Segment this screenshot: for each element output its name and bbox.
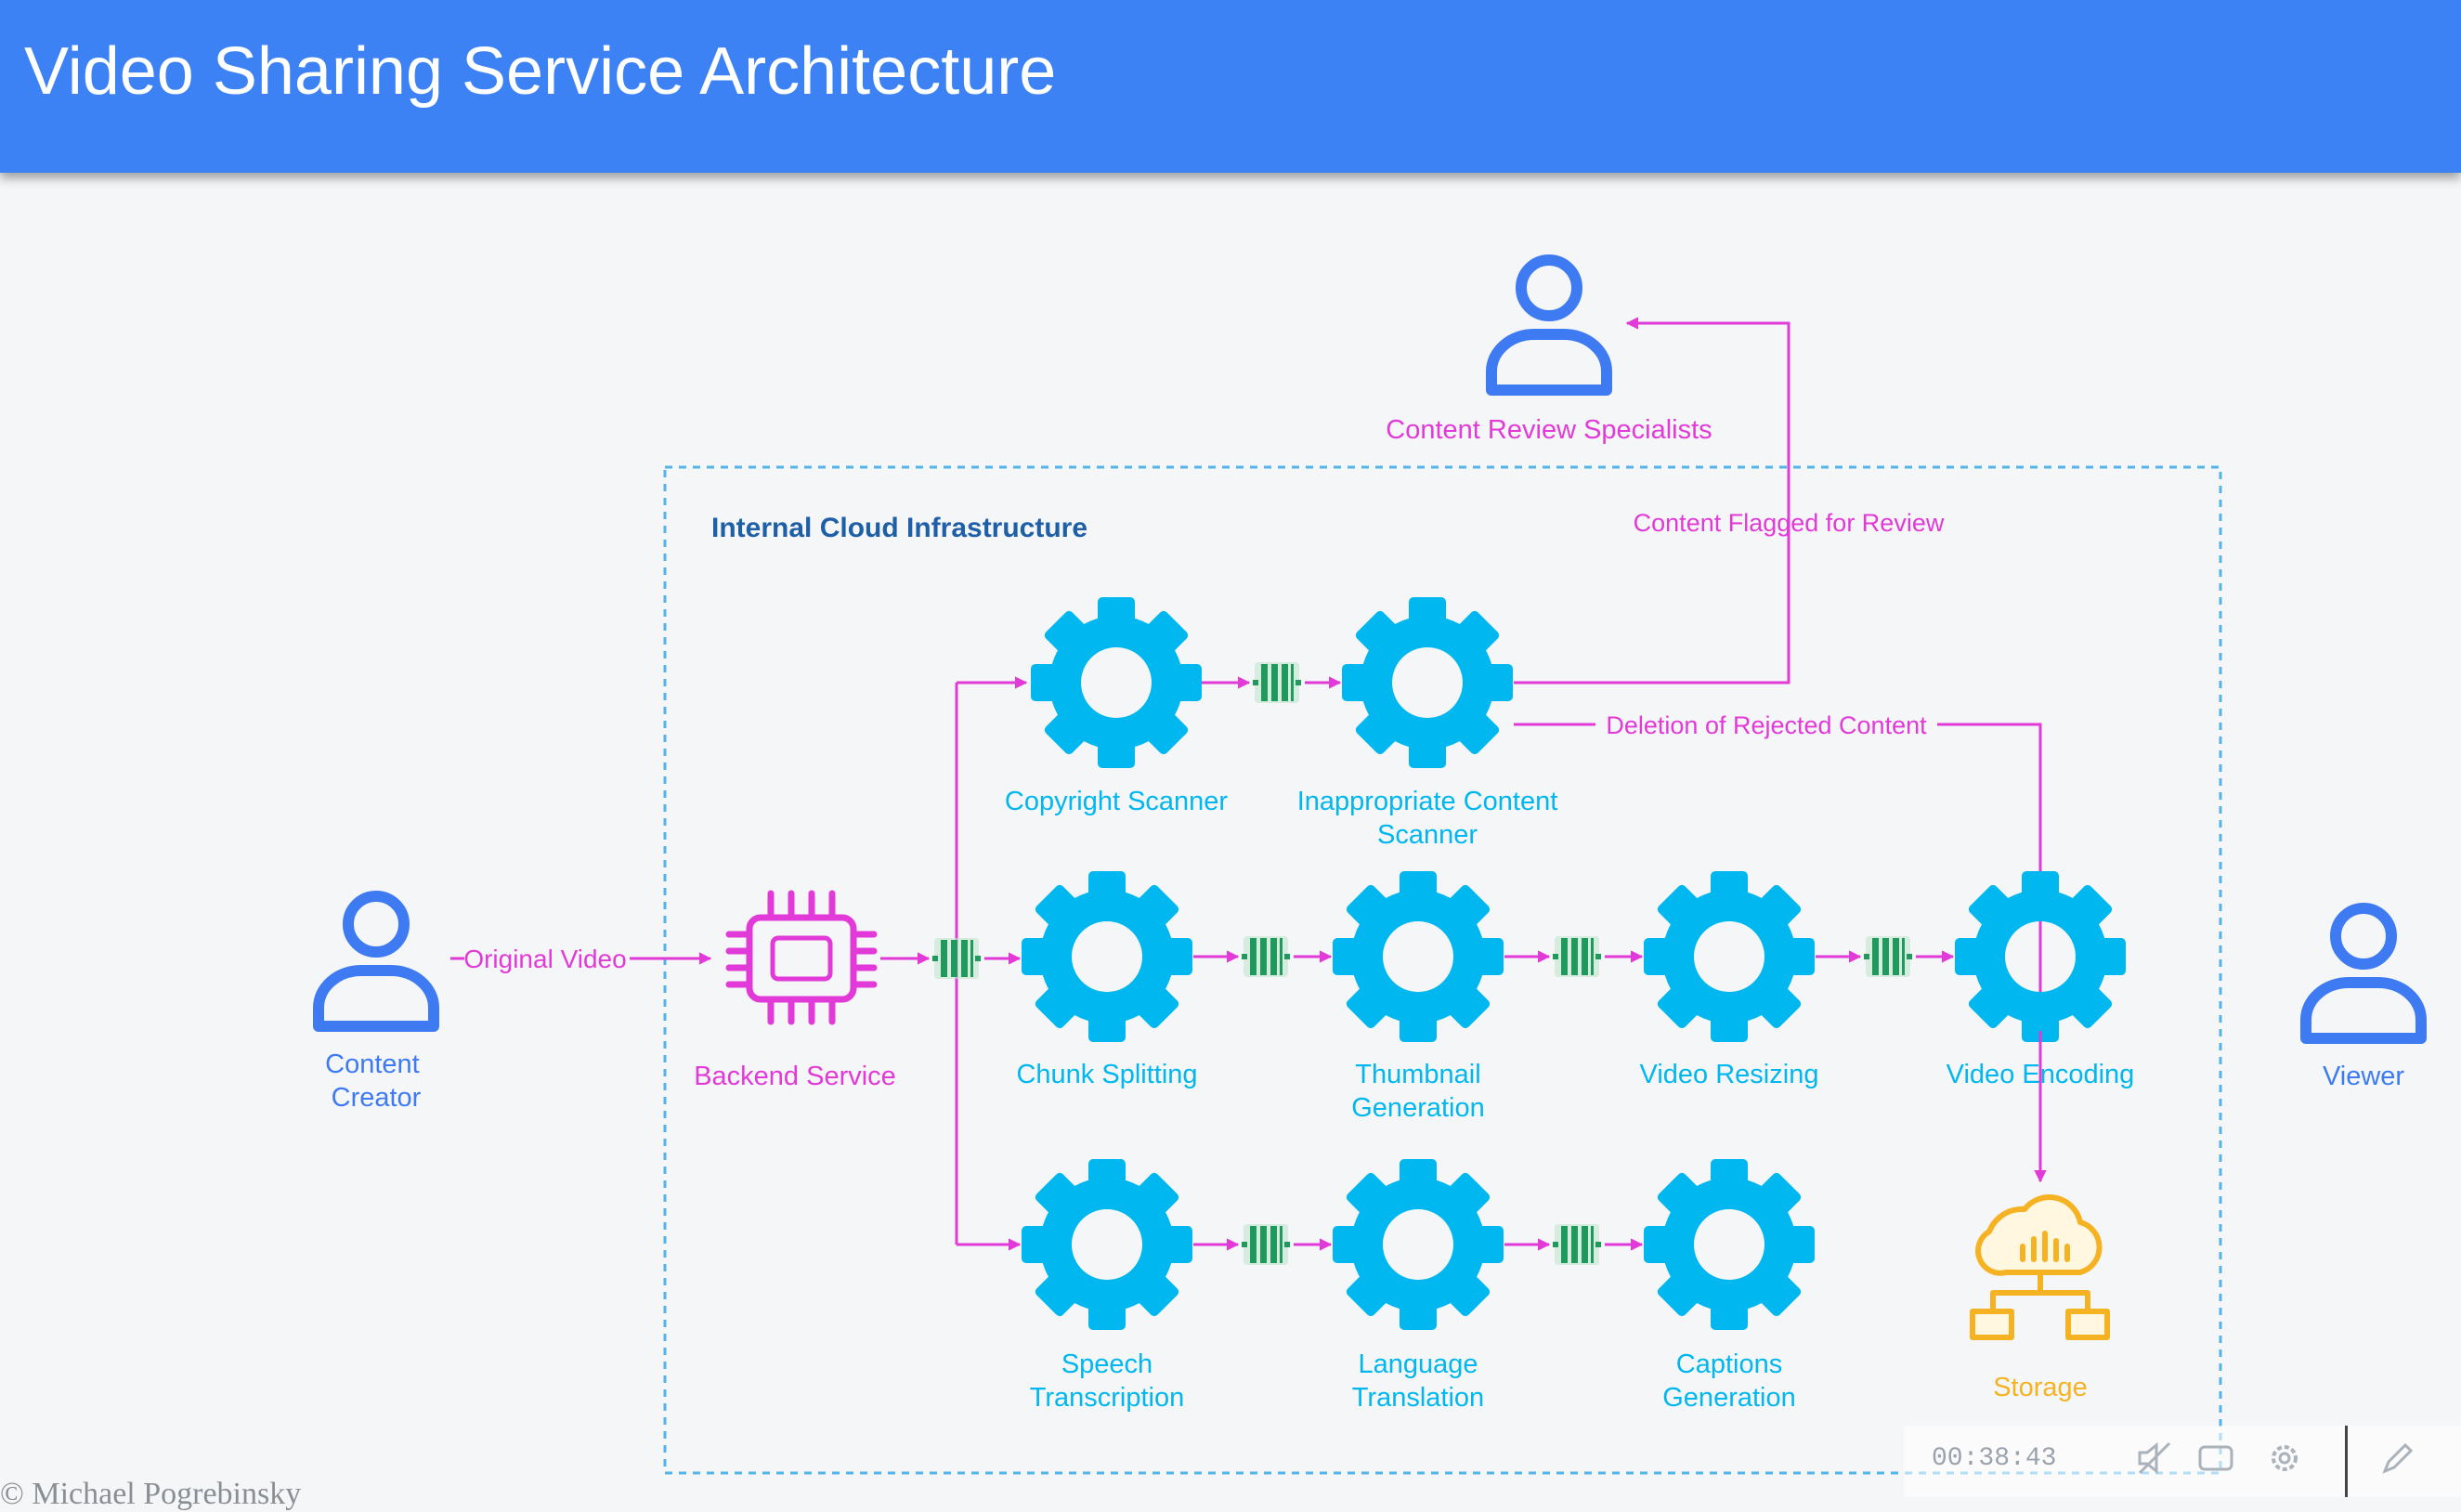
queue-icon	[1553, 1224, 1601, 1265]
label-chunk-splitting: Chunk Splitting	[1016, 1060, 1197, 1089]
gear-icon-translation	[1333, 1159, 1504, 1330]
header-bar: Video Sharing Service Architecture	[0, 0, 2461, 173]
captions-icon[interactable]	[2195, 1438, 2236, 1479]
content-creator-icon	[319, 896, 434, 1026]
queue-icon	[1242, 936, 1290, 977]
viewer-icon	[2306, 908, 2421, 1038]
label-content-creator-line1: Content	[325, 1049, 420, 1079]
label-copyright-scanner: Copyright Scanner	[1005, 787, 1229, 816]
label-backend-service: Backend Service	[694, 1062, 896, 1091]
edges	[450, 317, 2047, 1251]
queue-icon	[1553, 936, 1601, 977]
page-title: Video Sharing Service Architecture	[24, 34, 1057, 109]
label-video-resizing: Video Resizing	[1640, 1060, 1819, 1089]
chip-icon	[725, 890, 878, 1025]
queue-icon	[1242, 1224, 1290, 1265]
gear-icon-captions	[1644, 1159, 1815, 1330]
content-review-specialists-icon	[1491, 260, 1607, 390]
label-content-creator: Content Creator	[325, 1049, 427, 1113]
playback-time: 00:38:43	[1932, 1444, 2057, 1473]
label-viewer: Viewer	[2323, 1062, 2404, 1091]
gear-icon-speech	[1022, 1159, 1192, 1330]
gear-icon-copyright	[1031, 597, 1202, 768]
player-controls-bar	[1904, 1426, 2461, 1497]
pencil-icon[interactable]	[2377, 1438, 2418, 1479]
label-content-creator-line2: Creator	[332, 1083, 422, 1113]
queue-icon	[1864, 936, 1912, 977]
storage-icon	[1970, 1194, 2110, 1340]
label-storage: Storage	[1993, 1373, 2088, 1402]
gear-icon-inappropriate	[1342, 597, 1513, 768]
boundary-label: Internal Cloud Infrastructure	[711, 513, 1087, 543]
edge-label-deletion: Deletion of Rejected Content	[1606, 711, 1927, 739]
edge-label-original-video: Original Video	[463, 945, 626, 973]
label-video-encoding: Video Encoding	[1947, 1060, 2135, 1089]
label-content-review-specialists: Content Review Specialists	[1386, 415, 1712, 445]
settings-gear-icon[interactable]	[2264, 1438, 2305, 1479]
gear-icon-thumbnail	[1333, 871, 1504, 1042]
queue-icon	[932, 938, 981, 979]
gear-icon-resizing	[1644, 871, 1815, 1042]
queue-icon	[1253, 662, 1301, 703]
copyright-text: © Michael Pogrebinsky	[0, 1477, 302, 1511]
edge-flagged-for-review	[1514, 317, 1790, 684]
gear-icon-encoding	[1955, 871, 2126, 1042]
gear-icon-chunk	[1022, 871, 1192, 1042]
edge-label-flagged: Content Flagged for Review	[1634, 509, 1945, 537]
mute-icon[interactable]	[2134, 1438, 2175, 1479]
player-divider	[2345, 1426, 2348, 1497]
